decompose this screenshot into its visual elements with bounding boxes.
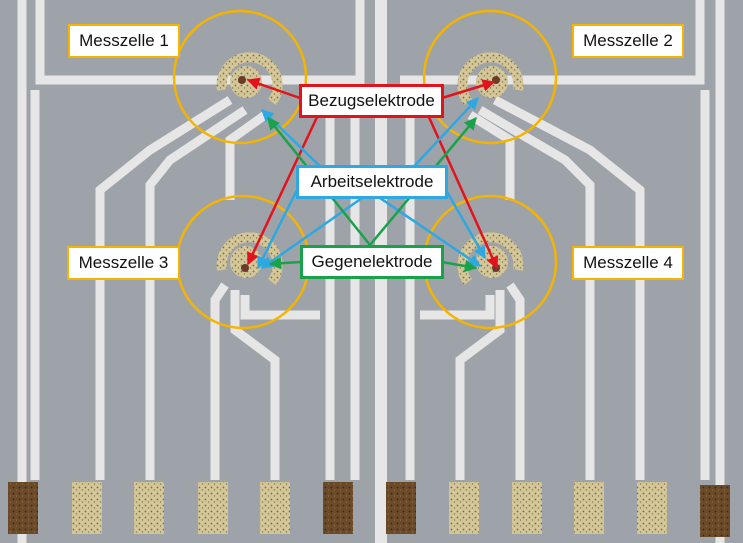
cell-label-2: Messzelle 2	[572, 24, 684, 58]
cell-label-4: Messzelle 4	[572, 246, 684, 280]
working-arrows	[256, 97, 487, 270]
cell-1-electrodes	[216, 52, 283, 105]
reference-electrode-label: Bezugselektrode	[299, 84, 444, 118]
cell-label-1: Messzelle 1	[68, 24, 180, 58]
working-electrode-label: Arbeitselektrode	[296, 165, 448, 199]
traces	[17, 0, 725, 543]
cell-label-3: Messzelle 3	[67, 246, 180, 280]
counter-electrode-label: Gegenelektrode	[300, 245, 444, 279]
contact-pads	[8, 482, 730, 537]
cell-1-outline	[172, 9, 308, 145]
cell-2-outline	[422, 9, 558, 145]
